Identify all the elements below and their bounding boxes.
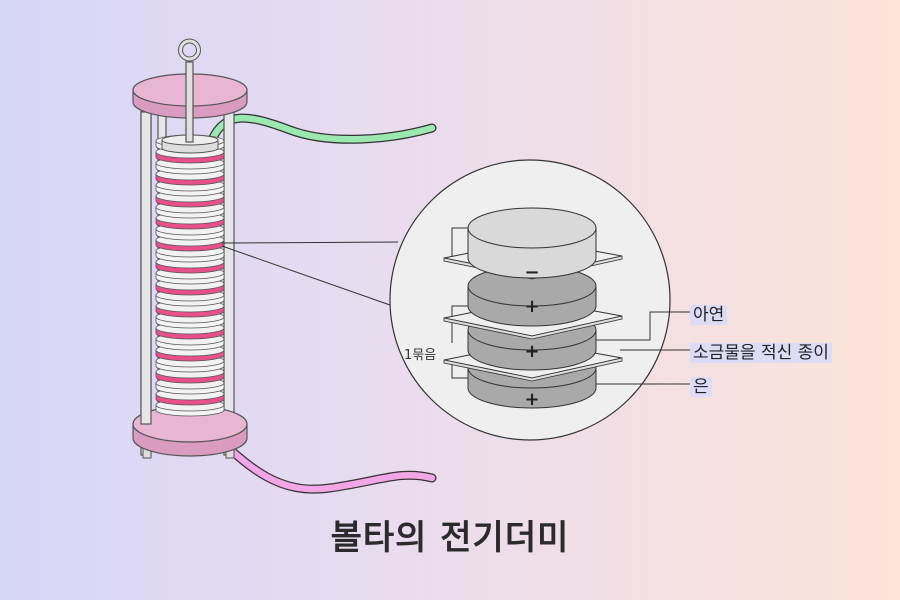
minus-sign: − (524, 262, 539, 283)
zinc-label: 아연 (690, 300, 728, 325)
plus-sign: + (524, 341, 539, 362)
salt-paper-label: 소금물을 적신 종이 (690, 338, 832, 363)
plus-sign: + (524, 389, 539, 410)
zoom-connector (221, 241, 399, 306)
leader-lines (596, 311, 690, 385)
bundle-label: 1묶음 (404, 348, 437, 363)
magnified-layers: +−+−+− (443, 207, 623, 410)
front-rod (140, 111, 152, 425)
disc-stack (155, 134, 225, 417)
salt-paper-label-text: 소금물을 적신 종이 (690, 343, 832, 363)
zinc-disc-top (467, 207, 597, 279)
plus-sign: + (524, 296, 539, 317)
silver-label: 은 (690, 372, 712, 397)
silver-label-text: 은 (690, 377, 712, 397)
zinc-label-text: 아연 (690, 305, 728, 325)
eye-bolt (178, 38, 201, 143)
diagram-title: 볼타의 전기더미 (330, 518, 570, 558)
